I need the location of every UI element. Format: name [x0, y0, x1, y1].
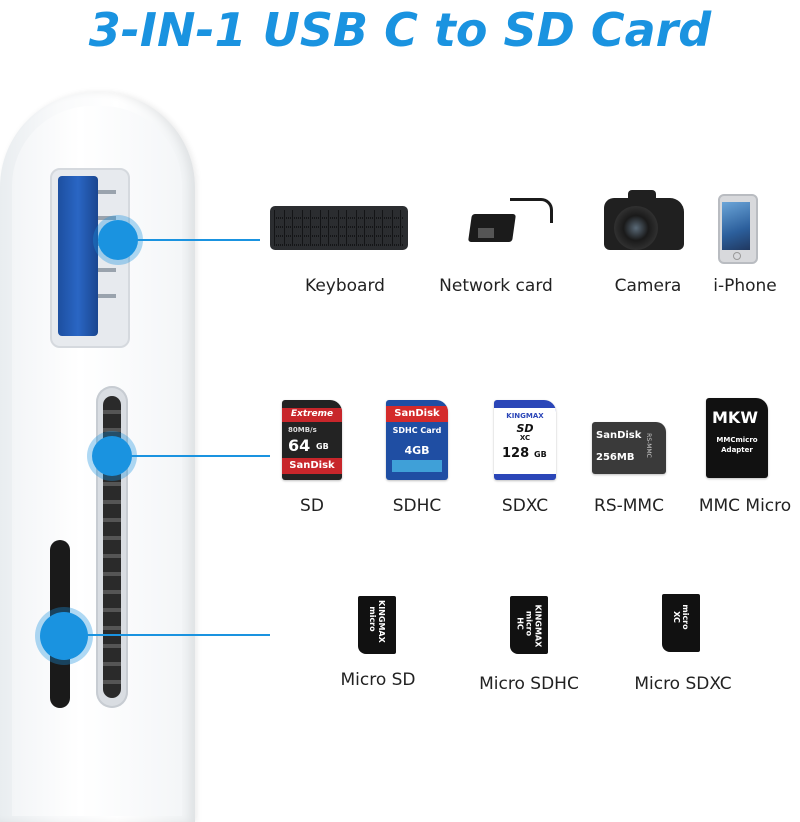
micro-sdhc-card-icon: KINGMAX micro HC	[510, 596, 548, 654]
micro-sd-slot-pointer-dot	[40, 612, 88, 660]
usb-a-port-tongue	[58, 176, 98, 336]
micro-sdxc-card-icon: micro XC	[662, 594, 700, 652]
page-title: 3-IN-1 USB C to SD Card	[88, 3, 712, 57]
usb-device-label: i-Phone	[713, 276, 777, 296]
rs-mmc-card-brand: SanDisk	[596, 430, 642, 441]
sdxc-card-capacity: 128	[502, 446, 530, 461]
micro-sdxc-card-text: micro XC	[672, 604, 690, 630]
mmc-micro-line2: Adapter	[721, 446, 753, 454]
micro-sd-slot-pointer-line	[86, 634, 270, 636]
sdhc-card-type: SDHC Card	[392, 426, 442, 435]
keyboard-icon	[270, 196, 410, 256]
sdhc-card-icon: SanDisk SDHC Card 4GB	[386, 400, 448, 480]
sdhc-card-brand: SanDisk	[394, 408, 440, 419]
sdxc-card-brand: KINGMAX	[506, 412, 544, 420]
mmc-micro-adapter-icon: MKW MMCmicro Adapter	[706, 398, 768, 478]
sdhc-card-label: SDHC	[392, 496, 442, 516]
sd-card-label: SD	[300, 496, 324, 516]
mmc-micro-line1: MMCmicro	[716, 436, 758, 444]
sd-card-unit: GB	[316, 442, 329, 451]
rs-mmc-card-side-text: RS-MMC	[644, 433, 652, 458]
micro-sdhc-card-text: KINGMAX micro HC	[515, 604, 543, 648]
micro-sd-card-text: KINGMAX micro	[368, 600, 386, 643]
ethernet-adapter-icon	[462, 194, 562, 258]
sd-card-speed: 80MB/s	[288, 426, 317, 434]
sd-slot-pointer-dot	[92, 436, 132, 476]
micro-sdxc-card-label: Micro SDXC	[634, 674, 732, 694]
mmc-micro-brand: MKW	[712, 408, 758, 427]
sd-slot-pointer-line	[130, 455, 270, 457]
sd-card-maker: SanDisk	[289, 460, 335, 471]
sd-card-capacity: 64	[288, 436, 311, 455]
rs-mmc-card-label: RS-MMC	[594, 496, 664, 516]
sdxc-card-icon: KINGMAX SD XC 128 GB	[494, 400, 556, 480]
sdxc-card-label: SDXC	[501, 496, 549, 516]
sdxc-card-xc-mark: XC	[519, 434, 531, 442]
sd-card-brand: Extreme	[290, 409, 334, 419]
camera-icon	[604, 190, 688, 256]
sdxc-card-sd-mark: SD	[516, 422, 534, 435]
phone-icon	[718, 194, 758, 264]
rs-mmc-card-capacity: 256MB	[596, 452, 635, 463]
sd-card-icon: Extreme 80MB/s 64 GB SanDisk	[282, 400, 342, 480]
usb-device-label: Network card	[439, 276, 553, 296]
micro-sdhc-card-label: Micro SDHC	[479, 674, 579, 694]
sdhc-card-capacity: 4GB	[404, 444, 430, 457]
mmc-micro-card-label: MMC Micro	[698, 496, 792, 516]
usb-port-pointer-dot	[98, 220, 138, 260]
usb-port-pointer-line	[136, 239, 260, 241]
sdxc-card-unit: GB	[534, 450, 547, 459]
micro-sd-card-label: Micro SD	[340, 670, 416, 690]
rs-mmc-card-icon: SanDisk 256MB RS-MMC	[592, 422, 666, 474]
micro-sd-card-icon: KINGMAX micro	[358, 596, 396, 654]
usb-device-label: Camera	[614, 276, 682, 296]
usb-device-label: Keyboard	[305, 276, 385, 296]
